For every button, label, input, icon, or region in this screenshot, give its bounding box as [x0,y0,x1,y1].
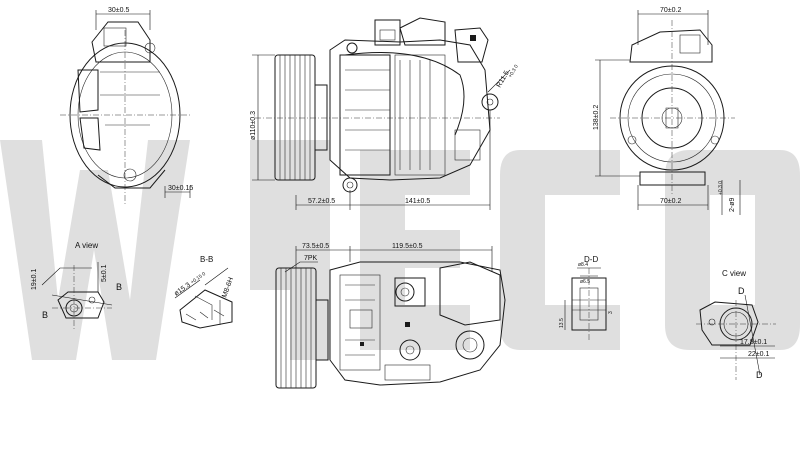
view-dd-dim-a: ø8.4 [578,262,588,268]
view-a-dim-a: 19±0.1 [31,269,38,290]
view-bb-dim-b: +0.15 0 [190,271,207,286]
dim-bottom-b: 119.5±0.5 [392,243,423,250]
front-main-view: ø110±0.3 R11.5 +0.3 0 57.2±0.5 141±0.5 [250,17,520,210]
dim-left-top: 30±0.5 [108,7,129,14]
view-c: C view 17.8±0.1 22±0.1 D D [696,269,776,380]
dim-right-side: 2-ø9 [729,198,736,213]
view-bb-dim-a: ø15.3 [173,282,192,298]
dim-front-len-b: 141±0.5 [405,198,430,205]
view-dd-label: D-D [584,255,598,264]
view-bb-thread: M8-6H [221,277,235,299]
view-c-marker-2: D [756,370,763,380]
view-c-dim-b: 22±0.1 [748,351,769,358]
view-dd: D-D ø8.4 ø6.5 13.5 3 [559,255,614,340]
dim-left-bottom: 30±0.15 [168,185,193,192]
view-dd-dim-d: 3 [608,311,614,314]
dim-right-top: 70±0.2 [660,7,681,14]
dim-bottom-a: 73.5±0.5 [302,243,329,250]
view-c-label: C view [722,269,746,278]
dim-belt: 7PK [304,255,318,262]
view-dd-dim-b: ø6.5 [580,279,590,285]
bottom-main-view: 73.5±0.5 119.5±0.5 7PK [275,243,506,389]
view-a-marker-1: B [42,310,48,320]
view-a-label: A view [75,241,98,250]
view-c-marker-1: D [738,286,745,296]
view-dd-dim-c: 13.5 [559,318,565,328]
dim-pulley-dia: ø110±0.3 [250,111,257,140]
dim-front-len-a: 57.2±0.5 [308,198,335,205]
view-bb-label: B-B [200,255,213,264]
view-a-dim-b: 5±0.1 [101,264,108,282]
dim-front-radius-tol: +0.3 0 [508,64,520,79]
view-a-marker-2: B [116,282,122,292]
dim-right-bottom: 70±0.2 [660,198,681,205]
dim-right-side-tol: +0.3 0 [718,181,724,195]
view-a: A view 19±0.1 5±0.1 B B [31,241,122,330]
view-bb: B-B ø15.3 +0.15 0 M8-6H [173,255,235,329]
dim-right-height: 138±0.2 [593,105,600,130]
left-side-view: 30±0.5 30±0.15 [60,7,193,205]
right-side-view: 70±0.2 138±0.2 70±0.2 2-ø9 +0.3 0 [593,7,741,215]
